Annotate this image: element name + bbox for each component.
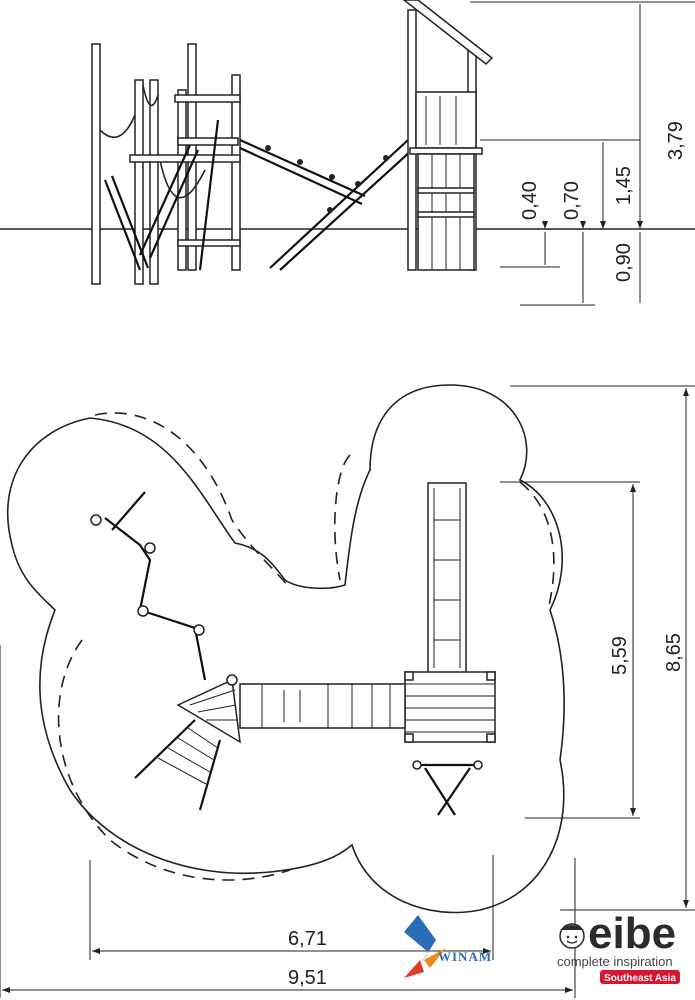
tri-plank-2 — [197, 704, 237, 713]
winam-swoosh-blue — [404, 915, 436, 978]
base-rail-2 — [417, 211, 475, 218]
beam-post-5 — [226, 674, 238, 686]
ladder-bolt-3 — [383, 155, 389, 161]
balance-beam-zigzag — [104, 517, 207, 681]
plan-ladder-rail-2 — [198, 739, 222, 811]
tower-beam-low — [177, 239, 241, 247]
eibe-wordmark: eibe — [588, 909, 676, 958]
plan-dimensions: 5,59 8,65 6,71 9,51 — [0, 385, 695, 998]
plan-view — [7, 384, 565, 914]
eibe-region-badge — [600, 970, 680, 984]
left-tall-pole — [91, 43, 101, 285]
arrow-951-left — [2, 987, 10, 993]
arrow-070 — [580, 221, 586, 229]
tower-beam-mid — [177, 137, 239, 146]
plan-label-559: 5,59 — [609, 636, 631, 675]
balance-beam-start — [111, 491, 146, 531]
platform-post-4 — [486, 733, 496, 743]
aframe-leg-1 — [424, 767, 456, 816]
bridge-bolt-3 — [329, 174, 335, 180]
aframe-post-2 — [473, 760, 483, 770]
arrow-040 — [542, 221, 548, 229]
tower-post-4 — [231, 74, 241, 271]
tower-post-2 — [149, 79, 159, 285]
arrow-671-left — [92, 948, 100, 954]
plan-label-671: 6,71 — [288, 928, 327, 950]
net-curve — [159, 159, 206, 199]
platform-planks — [405, 683, 495, 733]
bridge-bolt-1 — [265, 145, 271, 151]
bridge-bolt-2 — [297, 159, 303, 165]
arrow-559-top — [630, 484, 636, 492]
dim-label-070: 0,70 — [561, 181, 583, 220]
tri-plank-1 — [189, 689, 236, 706]
slide-slats — [434, 519, 460, 641]
arrow-145 — [600, 221, 606, 229]
eibe-region-label: Southeast Asia — [604, 973, 676, 984]
brace-4 — [148, 149, 200, 259]
right-tower-roof — [402, 0, 494, 65]
ladder-bolt-1 — [327, 207, 333, 213]
beam-post-2 — [144, 542, 156, 554]
arrow-865-bottom — [683, 900, 689, 908]
plan-ladder-rail-1 — [134, 719, 196, 779]
ladder-rail-1 — [269, 139, 409, 269]
brace-1 — [103, 179, 142, 271]
beam-post-4 — [193, 624, 205, 636]
dim-label-090: 0,90 — [613, 243, 635, 282]
eibe-logo: eibe complete inspiration Southeast Asia — [557, 909, 680, 984]
brace-3 — [138, 144, 192, 256]
eibe-eye-right — [574, 935, 578, 939]
bridge-bottom — [239, 147, 363, 205]
plan-label-865: 8,65 — [663, 633, 685, 672]
right-platform — [409, 147, 483, 155]
rope-curve-mid — [142, 84, 159, 107]
elevation-view — [0, 0, 695, 285]
beam-post-3 — [137, 605, 149, 617]
platform-post-1 — [404, 671, 414, 681]
safety-zone-outline — [7, 384, 565, 914]
arrow-951-right — [565, 987, 573, 993]
tower-post-1 — [134, 79, 144, 285]
bridge-plan — [239, 683, 406, 729]
aframe-post-1 — [412, 760, 422, 770]
arrow-379 — [637, 221, 643, 229]
winam-swoosh-red — [404, 960, 424, 978]
plan-ladder-rungs — [157, 727, 219, 785]
ladder-rail-2 — [279, 149, 413, 271]
beam-post-1 — [90, 514, 102, 526]
tower-post-5 — [177, 89, 187, 271]
winam-logo: WINAM — [404, 915, 492, 978]
eibe-eye-left — [566, 935, 570, 939]
arrow-559-bottom — [630, 808, 636, 816]
right-tower-post-1 — [407, 9, 417, 271]
right-tower-cabin — [415, 91, 477, 149]
tower-beam-top — [174, 94, 241, 103]
dim-label-379: 3,79 — [665, 121, 687, 160]
rope-curve-left — [99, 114, 136, 139]
brace-5 — [198, 119, 220, 271]
eibe-hair-icon — [560, 925, 584, 930]
eibe-tagline: complete inspiration — [557, 954, 673, 969]
eibe-smile — [566, 940, 578, 944]
bridge-plan-slats — [261, 684, 391, 728]
triangle-platform — [176, 678, 241, 744]
base-rail-1 — [417, 187, 475, 194]
arrow-671-right — [483, 948, 491, 954]
platform-post-2 — [486, 671, 496, 681]
winam-wordmark: WINAM — [438, 949, 492, 964]
safety-zone-dashed — [57, 412, 555, 881]
ladder-bolt-2 — [355, 181, 361, 187]
bridge-top — [239, 138, 366, 198]
platform-post-3 — [404, 733, 414, 743]
dim-label-040: 0,40 — [519, 181, 541, 220]
plan-label-951: 9,51 — [288, 967, 327, 989]
winam-swoosh-orange — [424, 948, 446, 968]
aframe-leg-2 — [437, 767, 471, 816]
dim-label-145: 1,45 — [613, 166, 635, 205]
arrow-865-top — [683, 388, 689, 396]
elevation-dimensions: 0,40 0,70 1,45 3,79 0,90 — [470, 1, 695, 306]
